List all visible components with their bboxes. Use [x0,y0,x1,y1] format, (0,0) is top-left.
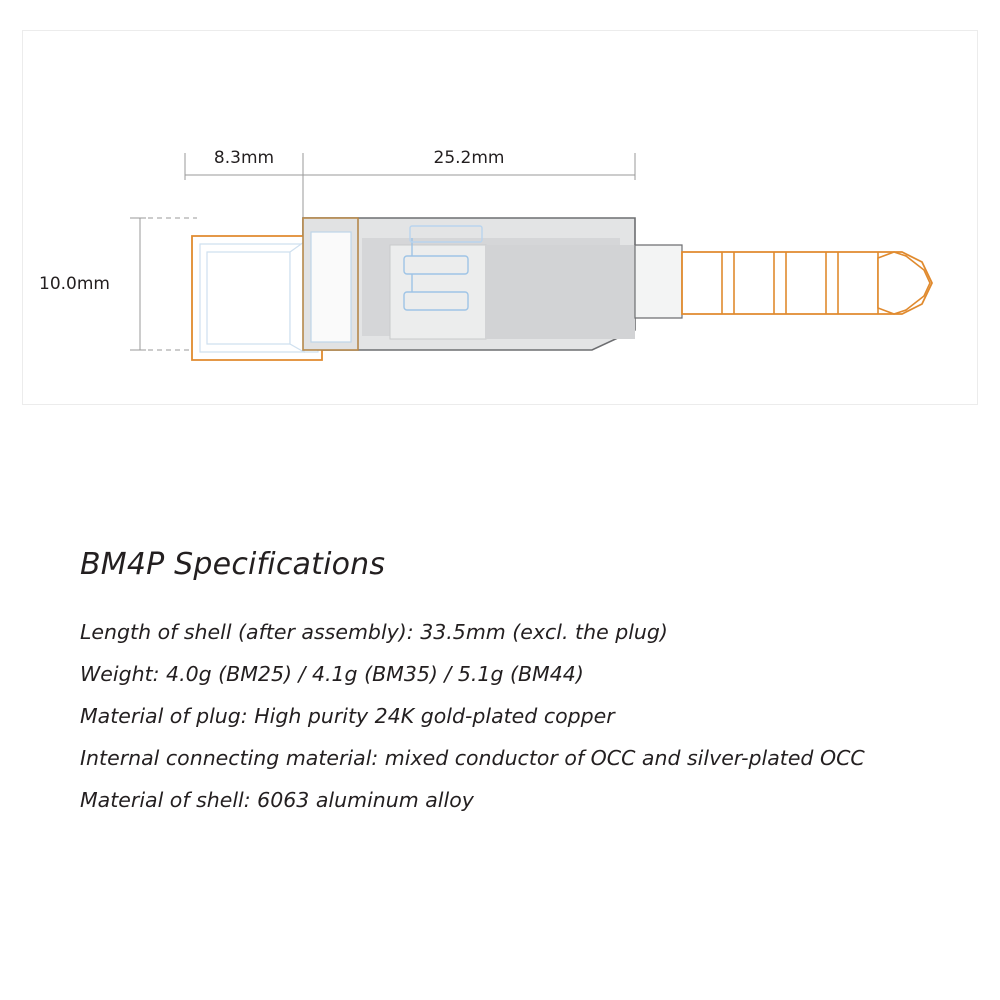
spec-item-weight: Weight: 4.0g (BM25) / 4.1g (BM35) / 5.1g… [80,662,584,686]
internal-contacts-detail [403,225,483,311]
spec-item-length: Length of shell (after assembly): 33.5mm… [80,620,668,644]
connector-shell-body [302,217,636,351]
shell-barrel-orange [191,235,323,361]
plug-assembly [634,244,933,319]
spec-item-shell-material: Material of shell: 6063 aluminum alloy [80,788,474,812]
dimension-label-barrel-right: 25.2mm [434,148,505,168]
dimension-label-height: 10.0mm [39,274,110,294]
spec-item-internal-material: Internal connecting material: mixed cond… [80,746,865,770]
specifications-section: BM4P Specifications Length of shell (aft… [80,548,960,821]
top-dimension-guides [184,153,636,220]
specifications-list: Length of shell (after assembly): 33.5mm… [80,611,960,821]
dimension-label-barrel-left: 8.3mm [214,148,274,168]
specifications-title: BM4P Specifications [80,547,386,582]
technical-drawing-panel: 8.3mm 25.2mm 10.0mm [22,30,978,405]
spec-item-plug-material: Material of plug: High purity 24K gold-p… [80,704,615,728]
shell-collar [302,217,359,351]
height-dimension-guides [130,217,197,351]
